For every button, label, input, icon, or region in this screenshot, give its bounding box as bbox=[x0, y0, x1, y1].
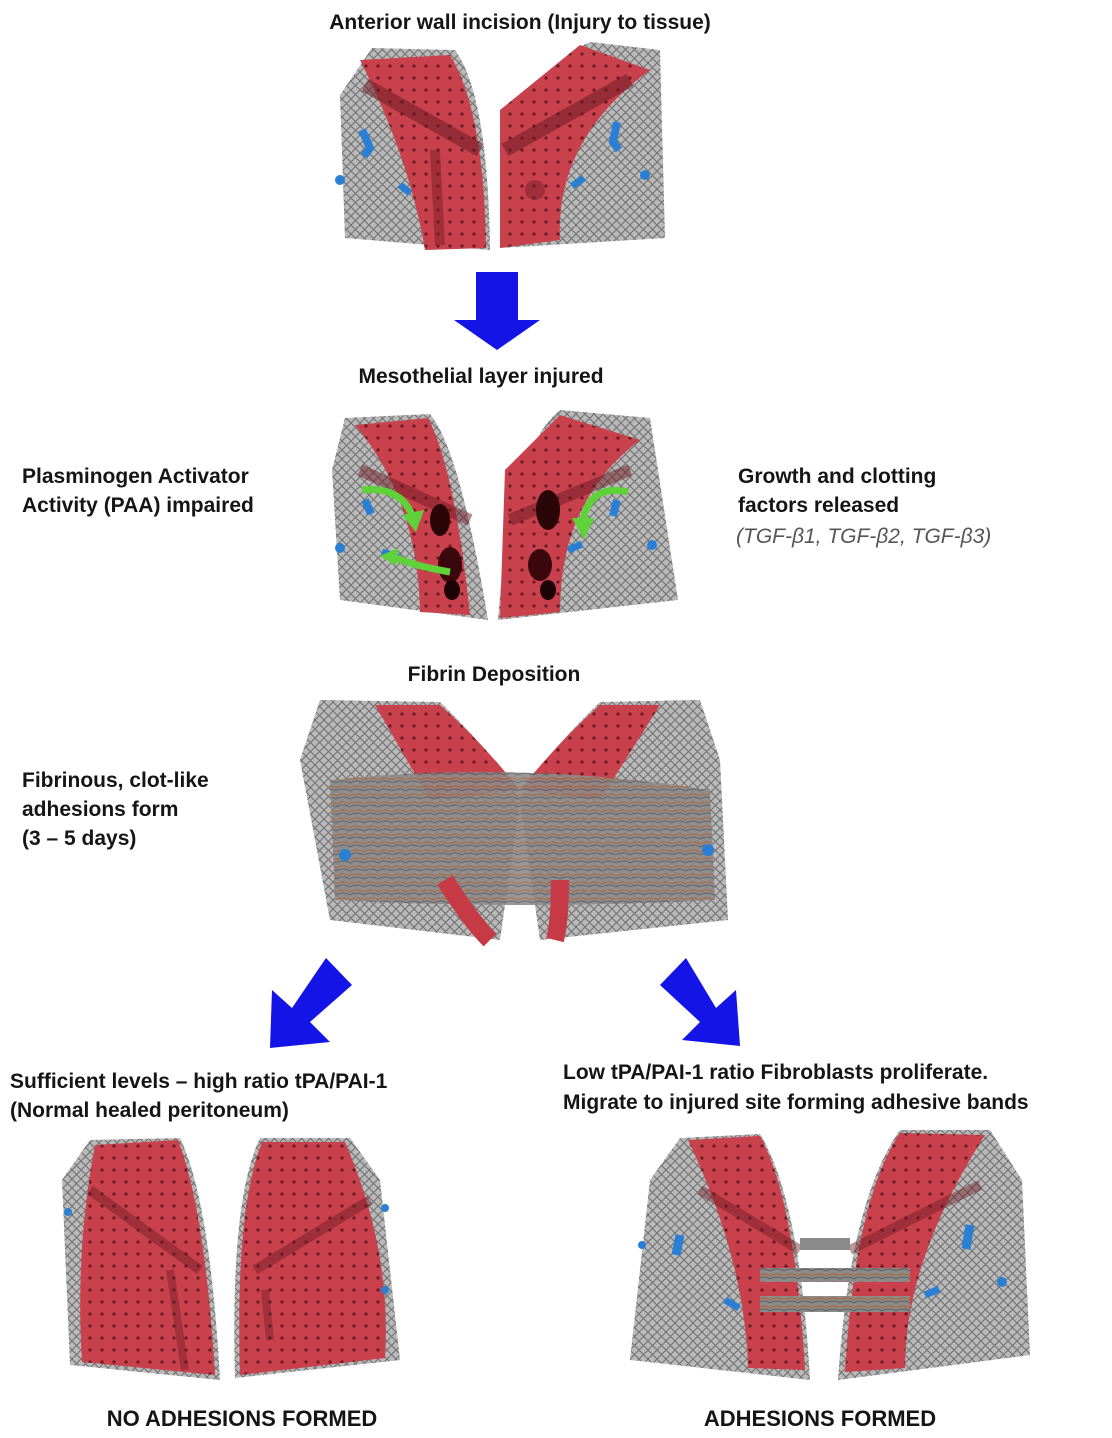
outcome-left-line1: Sufficient levels – high ratio tPA/PAI-1 bbox=[10, 1067, 387, 1096]
tissue-incision-left bbox=[340, 48, 490, 250]
tissue-fibrin-deposition bbox=[300, 700, 728, 940]
paa-label-line2: Activity (PAA) impaired bbox=[22, 491, 254, 520]
outcome-right-line2: Migrate to injured site forming adhesive… bbox=[563, 1088, 1029, 1117]
arrow-down-left-icon bbox=[270, 958, 352, 1048]
growth-label-line1: Growth and clotting bbox=[738, 462, 936, 491]
fibrin-title: Fibrin Deposition bbox=[0, 660, 988, 689]
arrow-down-right-icon bbox=[660, 958, 740, 1046]
tissue-adhesions-right bbox=[838, 1130, 1030, 1380]
tissue-adhesions-left bbox=[630, 1134, 810, 1380]
outcome-right-line1: Low tPA/PAI-1 ratio Fibroblasts prolifer… bbox=[563, 1058, 988, 1087]
outcome-left-line2: (Normal healed peritoneum) bbox=[10, 1096, 289, 1125]
fibrinous-label-line3: (3 – 5 days) bbox=[22, 824, 136, 853]
tissue-mesothelial-right bbox=[498, 410, 678, 620]
tissue-healed-left bbox=[62, 1138, 220, 1380]
result-adhesions: ADHESIONS FORMED bbox=[620, 1404, 1020, 1433]
mesothelial-title: Mesothelial layer injured bbox=[0, 362, 962, 391]
arrow-down-icon bbox=[454, 272, 540, 350]
tissue-incision-right bbox=[500, 42, 665, 248]
growth-label-line2: factors released bbox=[738, 491, 899, 520]
growth-factors-list: (TGF-β1, TGF-β2, TGF-β3) bbox=[736, 522, 991, 551]
result-no-adhesions: NO ADHESIONS FORMED bbox=[0, 1404, 484, 1433]
tissue-healed-right bbox=[234, 1138, 400, 1378]
paa-label-line1: Plasminogen Activator bbox=[22, 462, 249, 491]
fibrinous-label-line2: adhesions form bbox=[22, 795, 178, 824]
fibrinous-label-line1: Fibrinous, clot-like bbox=[22, 766, 209, 795]
incision-title: Anterior wall incision (Injury to tissue… bbox=[0, 8, 1040, 37]
